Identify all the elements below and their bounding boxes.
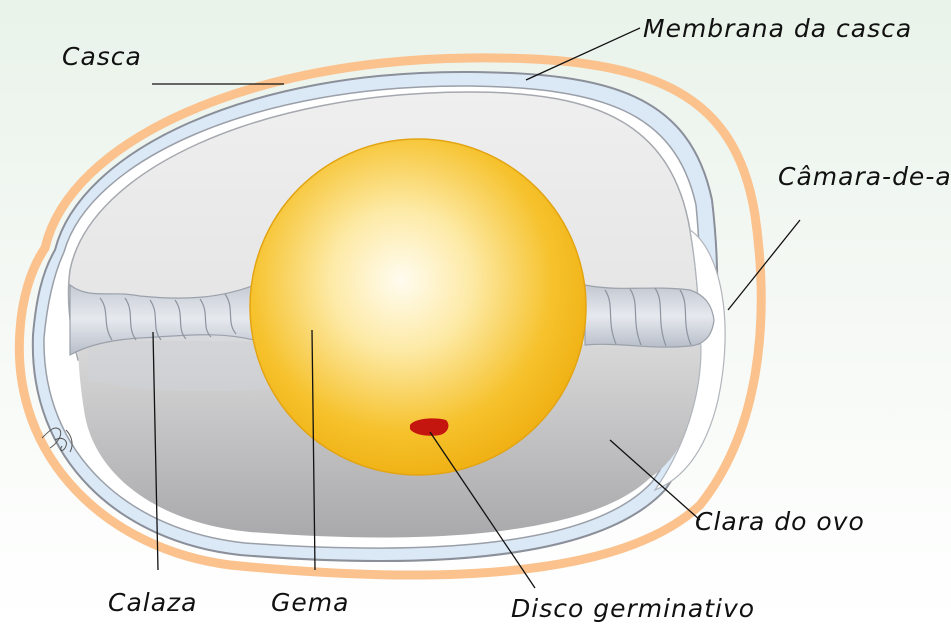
germinal-disc — [410, 418, 448, 435]
label-shell-membrane: Membrana da casca — [643, 14, 912, 43]
label-albumen: Clara do ovo — [695, 507, 865, 536]
label-germinal-disc: Disco germinativo — [511, 594, 755, 623]
label-shell: Casca — [62, 42, 142, 71]
label-chalaza: Calaza — [108, 588, 197, 617]
chalaza-right — [585, 285, 714, 347]
label-yolk: Gema — [271, 588, 349, 617]
label-air-cell: Câmara-de-ar — [778, 162, 951, 191]
